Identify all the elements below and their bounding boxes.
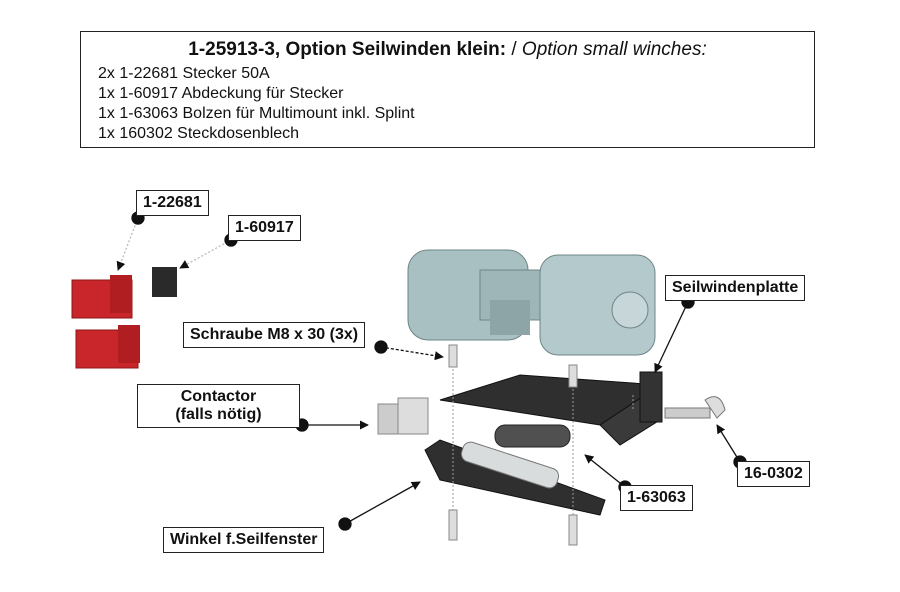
winch-plate-part xyxy=(439,371,663,446)
callout-screw: Schraube M8 x 30 (3x) xyxy=(183,322,366,348)
cover-part xyxy=(152,267,177,297)
callout-cover: 1-60917 xyxy=(228,215,301,241)
list-item: 1x 1-63063 Bolzen für Multimount inkl. S… xyxy=(98,105,415,122)
callout-bolt: 1-63063 xyxy=(620,485,693,511)
list-item: 1x 160302 Steckdosenblech xyxy=(98,125,300,142)
contactor-part xyxy=(377,397,429,435)
parts-list-box: 1-25913-3, Option Seilwinden klein: / Op… xyxy=(80,31,815,148)
rope-window-bracket-part xyxy=(424,439,606,516)
callout-contactor-line1: Contactor xyxy=(180,388,257,405)
bolt-part xyxy=(494,424,571,448)
parts-list: 2x 1-22681 Stecker 50A 1x 1-60917 Abdeck… xyxy=(98,64,415,144)
callout-socket-plate: 16-0302 xyxy=(737,461,810,487)
winch-part xyxy=(407,249,656,356)
callout-plug: 1-22681 xyxy=(136,190,209,216)
callout-bracket: Winkel f.Seilfenster xyxy=(163,527,325,553)
list-item: 2x 1-22681 Stecker 50A xyxy=(98,65,270,82)
callout-contactor: Contactor (falls nötig) xyxy=(137,384,300,428)
socket-plate-part xyxy=(664,396,726,419)
parts-list-title: 1-25913-3, Option Seilwinden klein: / Op… xyxy=(188,39,707,60)
callout-plate: Seilwindenplatte xyxy=(665,275,806,301)
callout-contactor-line2: (falls nötig) xyxy=(175,406,262,423)
list-item: 1x 1-60917 Abdeckung für Stecker xyxy=(98,85,344,102)
plug-parts xyxy=(71,275,140,369)
